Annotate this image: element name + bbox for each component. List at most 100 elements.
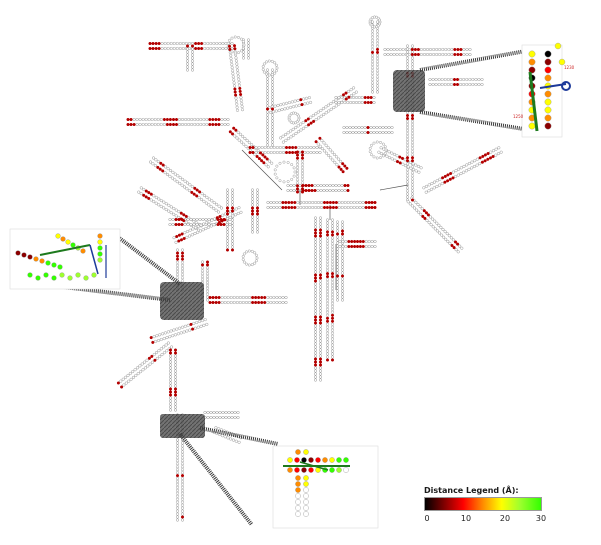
nucleotide: [204, 226, 208, 231]
nucleotide: [311, 200, 315, 205]
inset-nucleotide: [544, 58, 552, 66]
nucleotide: [459, 166, 463, 170]
nucleotide: [299, 122, 303, 126]
nucleotide: [349, 88, 353, 92]
nucleotide: [346, 200, 350, 205]
nucleotide: [265, 92, 270, 96]
nucleotide: [300, 178, 305, 182]
nucleotide: [192, 192, 196, 196]
nucleotide: [162, 337, 166, 341]
nucleotide: [419, 47, 423, 52]
nucleotide: [325, 242, 330, 246]
nucleotide: [405, 174, 410, 178]
nucleotide: [322, 188, 326, 193]
nucleotide: [180, 257, 185, 261]
nucleotide: [141, 117, 145, 122]
nucleotide: [340, 220, 345, 224]
loop-nucleotide: [261, 65, 265, 68]
nucleotide: [160, 353, 164, 357]
nucleotide: [175, 515, 180, 519]
nucleotide: [177, 222, 181, 227]
nucleotide: [255, 227, 260, 231]
nucleotide: [410, 204, 414, 208]
nucleotide: [173, 378, 178, 382]
nucleotide: [480, 160, 484, 164]
nucleotide: [284, 295, 288, 300]
loop-nucleotide: [233, 51, 237, 55]
nucleotide: [330, 301, 335, 305]
nucleotide: [187, 117, 191, 122]
nucleotide: [410, 159, 415, 163]
nucleotide: [367, 205, 371, 210]
nucleotide: [299, 128, 303, 132]
nucleotide: [375, 20, 380, 24]
nucleotide: [354, 95, 359, 100]
nucleotide: [346, 188, 350, 193]
nucleotide: [257, 145, 261, 150]
nucleotide: [291, 105, 296, 109]
nucleotide: [205, 266, 210, 270]
nucleotide: [220, 434, 224, 438]
nucleotide: [325, 236, 330, 240]
nucleotide: [240, 108, 245, 112]
inset-nucleotide: [303, 505, 309, 511]
nucleotide: [247, 141, 251, 145]
nucleotide: [313, 369, 318, 373]
nucleotide: [410, 113, 415, 118]
nucleotide: [389, 47, 393, 52]
nucleotide: [291, 145, 295, 150]
nucleotide: [169, 46, 173, 51]
nucleotide: [190, 122, 194, 127]
nucleotide: [246, 41, 251, 45]
nucleotide: [349, 205, 353, 210]
nucleotide: [250, 209, 255, 213]
nucleotide: [205, 272, 210, 276]
nucleotide: [313, 291, 318, 295]
nucleotide: [325, 337, 330, 341]
nucleotide: [398, 47, 402, 52]
nucleotide: [196, 224, 200, 229]
nucleotide: [167, 203, 171, 207]
nucleotide: [428, 77, 432, 82]
nucleotide: [169, 211, 173, 215]
nucleotide: [318, 327, 323, 331]
nucleotide: [297, 103, 301, 107]
nucleotide: [370, 35, 375, 39]
zoom-region-middle-left: [160, 282, 204, 320]
nucleotide: [442, 235, 446, 239]
nucleotide: [489, 150, 493, 154]
legend-tick-20: 20: [499, 514, 511, 523]
nucleotide: [129, 117, 133, 122]
inset-nucleotide: [303, 493, 309, 499]
nucleotide: [387, 156, 392, 160]
inset-label-1250: 1250: [513, 114, 524, 119]
nucleotide: [159, 204, 163, 208]
nucleotide: [236, 211, 240, 216]
loop-nucleotide: [297, 114, 301, 118]
nucleotide: [335, 223, 340, 227]
nucleotide: [300, 168, 305, 173]
nucleotide: [295, 168, 300, 173]
nucleotide: [190, 68, 195, 72]
nucleotide: [370, 87, 375, 91]
nucleotide: [452, 82, 457, 87]
nucleotide: [168, 348, 173, 352]
nucleotide: [173, 369, 178, 373]
nucleotide: [157, 197, 161, 201]
nucleotide: [191, 227, 195, 231]
nucleotide: [180, 222, 184, 227]
nucleotide: [134, 373, 138, 378]
inset-nucleotide: [528, 50, 536, 58]
nucleotide: [343, 200, 347, 205]
nucleotide: [330, 316, 335, 320]
loop-nucleotide: [370, 153, 373, 157]
nucleotide: [257, 295, 261, 300]
nucleotide: [269, 205, 273, 210]
nucleotide: [405, 122, 410, 127]
nucleotide: [281, 200, 285, 205]
nucleotide: [334, 188, 338, 193]
nucleotide: [435, 179, 439, 183]
nucleotide: [269, 200, 273, 205]
nucleotide: [375, 69, 380, 73]
nucleotide: [325, 205, 329, 210]
